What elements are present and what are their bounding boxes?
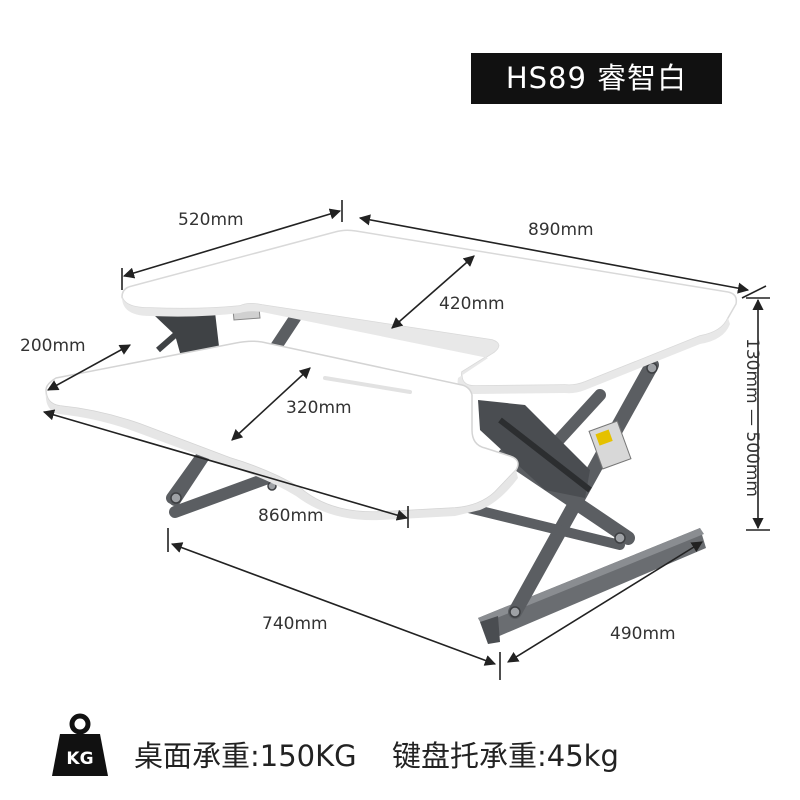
lift-mechanism bbox=[478, 400, 632, 498]
desk-load-spec: 桌面承重:150KG bbox=[134, 739, 357, 773]
dim-height-range-label: 130mm — 500mm bbox=[742, 337, 762, 497]
keyboard-load-spec: 键盘托承重:45kg bbox=[392, 739, 619, 773]
dim-keyboard-width-label: 860mm bbox=[258, 506, 324, 526]
dimension-lines bbox=[42, 200, 770, 680]
keyboard-tray bbox=[45, 340, 519, 521]
weight-icon-text: KG bbox=[66, 749, 93, 769]
dim-top-depth-label: 420mm bbox=[439, 294, 505, 314]
dim-total-width-label: 890mm bbox=[528, 220, 594, 240]
dim-keyboard-depth-label: 200mm bbox=[20, 336, 86, 356]
weight-icon: KG bbox=[50, 712, 110, 778]
dim-base-depth-label: 490mm bbox=[610, 624, 676, 644]
dim-top-width-label: 520mm bbox=[178, 210, 244, 230]
product-title-badge: HS89 睿智白 bbox=[471, 53, 722, 104]
dim-keyboard-inner-label: 320mm bbox=[286, 398, 352, 418]
dim-base-width-label: 740mm bbox=[262, 614, 328, 634]
